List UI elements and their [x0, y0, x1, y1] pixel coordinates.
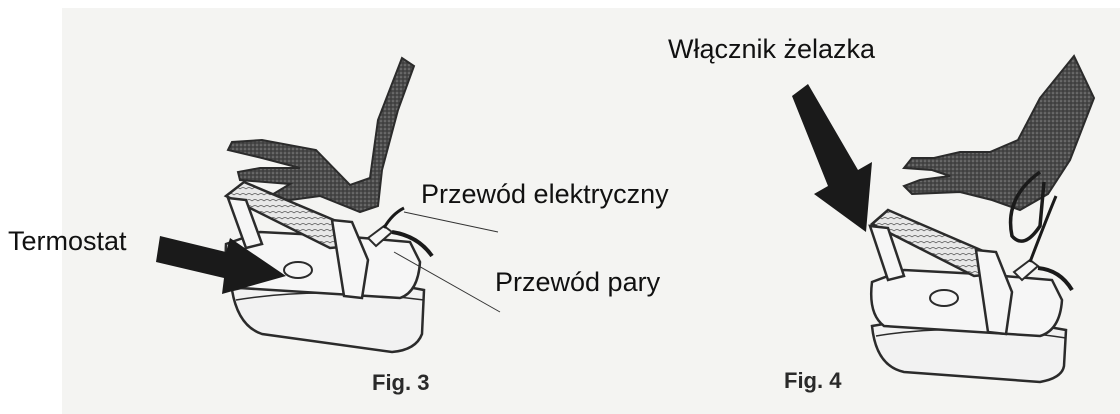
fig4-iron-body	[871, 270, 1062, 336]
thermostat-label: Termostat	[8, 228, 127, 255]
iron-switch-label: Włącznik żelazka	[668, 36, 875, 63]
fig3-thermostat-knob	[284, 262, 312, 278]
fig3-caption: Fig. 3	[372, 372, 429, 394]
fig4-caption: Fig. 4	[784, 370, 841, 392]
steam-hose-label: Przewód pary	[495, 269, 660, 296]
electric-cord-label: Przewód elektryczny	[421, 181, 669, 208]
